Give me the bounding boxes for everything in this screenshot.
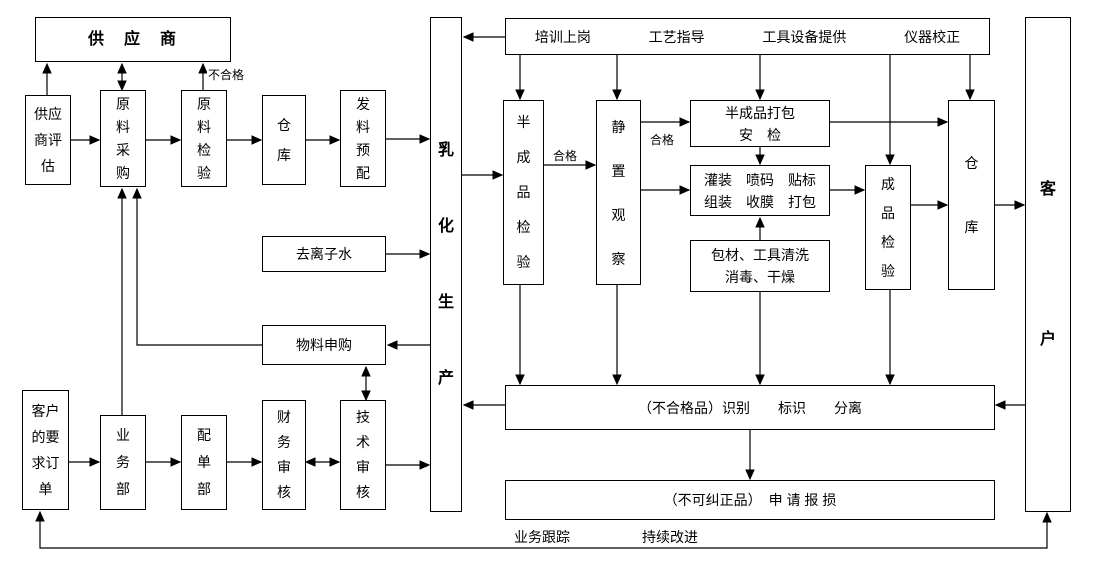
node-warehouse-left: 仓 库 [262,95,306,185]
node-material-issue-preparation: 发 料 预 配 [340,90,386,187]
node-raw-material-purchase: 原 料 采 购 [100,90,146,187]
node-support-activities: 培训上岗 工艺指导 工具设备提供 仪器校正 [505,18,990,55]
node-nonconforming-identification: （不合格品）识别 标识 分离 [505,385,995,430]
node-customer-order: 客户 的要 求订 单 [22,390,69,510]
node-filling-packaging: 灌装 喷码 贴标 组装 收膜 打包 [690,165,830,216]
label-qualified-2: 合格 [649,131,676,148]
node-raw-material-inspection: 原 料 检 验 [181,90,227,187]
node-customer: 客 户 [1025,17,1071,512]
node-technical-audit: 技 术 审 核 [340,400,386,510]
node-emulsification-production: 乳 化 生 产 [430,17,462,512]
node-finance-audit: 财 务 审 核 [262,400,306,510]
node-finished-product-inspection: 成 品 检 验 [865,165,911,290]
node-supplier-evaluation: 供应 商评 估 [25,95,71,185]
node-writeoff-application: （不可纠正品） 申 请 报 损 [505,480,995,520]
label-continuous-improvement: 持续改进 [641,527,699,547]
label-qualified-1: 合格 [552,147,579,164]
support-item-process-guidance: 工艺指导 [648,28,705,45]
node-order-dept: 配 单 部 [181,415,227,510]
node-semi-product-inspection: 半 成 品 检 验 [503,100,544,285]
node-material-requisition: 物料申购 [262,325,386,365]
support-item-training: 培训上岗 [534,28,591,45]
support-item-tools-equipment: 工具设备提供 [762,28,847,45]
node-deionized-water: 去离子水 [262,236,386,272]
support-item-instrument-calibration: 仪器校正 [904,28,961,45]
label-unqualified: 不合格 [207,66,246,83]
node-warehouse-right: 仓 库 [948,100,995,290]
node-packaging-cleaning: 包材、工具清洗 消毒、干燥 [690,240,830,292]
node-standing-observation: 静 置 观 察 [596,100,641,285]
node-supplier: 供 应 商 [35,17,231,62]
label-business-tracking: 业务跟踪 [513,527,571,547]
node-semi-product-packing: 半成品打包 安 检 [690,100,830,147]
node-business-dept: 业 务 部 [100,415,146,510]
